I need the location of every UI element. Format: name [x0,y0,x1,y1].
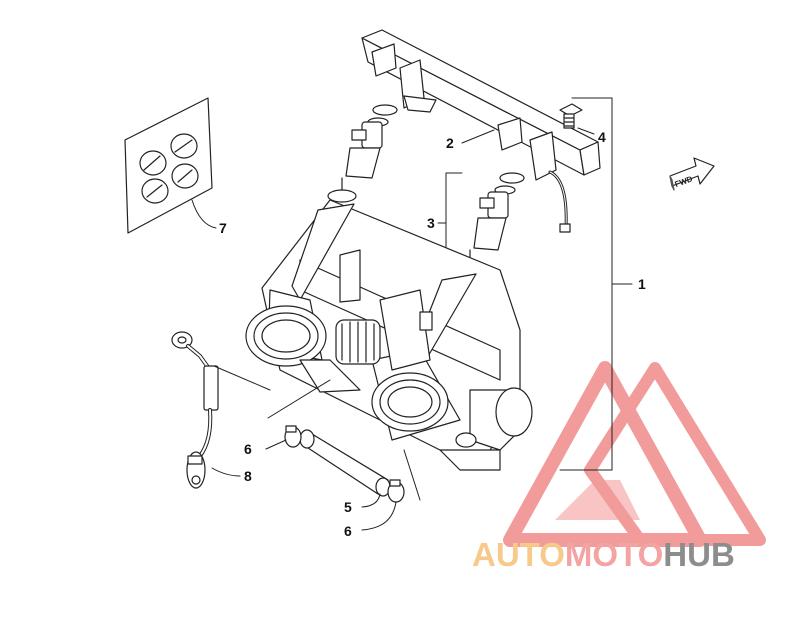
throttle-body-assembly [245,199,533,471]
leader-5 [361,493,381,508]
watermark-hub: HUB [663,536,735,573]
leader-8-assembly [213,365,271,391]
leader-7 [191,199,217,229]
watermark-moto: MOTO [564,536,664,573]
leader-2 [461,129,495,144]
callout-6-lower: 6 [344,523,352,539]
hose-clamp-lower [387,479,405,503]
bolt-part [559,103,583,129]
leader-6-upper [265,439,287,450]
watermark-triangle-logo [503,361,766,547]
leader-8 [211,467,241,477]
callout-8: 8 [244,468,252,484]
forward-arrow-icon [669,157,715,191]
fuel-injector-left [327,104,398,203]
callout-3: 3 [427,215,435,231]
hose-to-assembly-line-a [267,379,331,419]
callout-2: 2 [446,135,454,151]
watermark-auto: AUTO [472,536,565,573]
hose-clamp-upper [284,425,302,448]
watermark-wordmark: AUTOMOTOHUB [472,536,735,574]
fuel-rail-part [361,29,601,233]
vent-hose-part [299,429,391,497]
sensor-lead-part [171,331,219,489]
callout-5: 5 [344,499,352,515]
callout-4: 4 [598,129,606,145]
leader-4 [577,127,595,135]
callout-1: 1 [638,276,646,292]
hose-to-assembly-line-b [403,449,421,501]
callout-6-upper: 6 [244,441,252,457]
callout-7: 7 [219,220,227,236]
leader-6-lower [361,501,397,531]
gasket-card-part [124,97,213,234]
